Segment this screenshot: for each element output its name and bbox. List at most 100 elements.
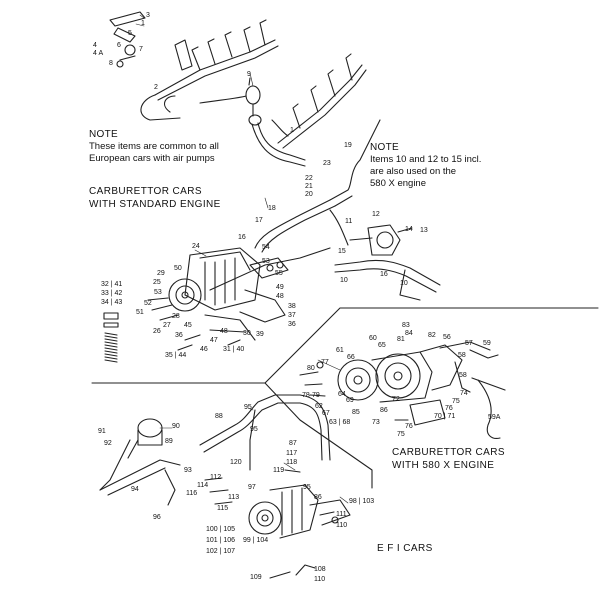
section-title-line: WITH STANDARD ENGINE bbox=[89, 198, 221, 210]
part-number: 99 | 104 bbox=[243, 537, 269, 544]
part-number: 19 bbox=[344, 142, 352, 149]
part-number: 18 bbox=[268, 205, 276, 212]
part-number: 80 bbox=[307, 365, 315, 372]
part-number: 23 bbox=[323, 160, 331, 167]
part-number: 30 bbox=[243, 330, 251, 337]
part-number: 22 bbox=[305, 175, 313, 182]
part-number: 64 bbox=[338, 391, 346, 398]
part-number: 37 bbox=[288, 312, 296, 319]
part-number: 36 bbox=[175, 332, 183, 339]
part-number: 84 bbox=[405, 330, 413, 337]
part-number: 17 bbox=[255, 217, 263, 224]
part-number: 120 bbox=[230, 459, 242, 466]
part-number: 77 bbox=[321, 359, 329, 366]
part-number: 100 | 105 bbox=[206, 526, 236, 533]
part-number: 1 bbox=[290, 127, 294, 134]
part-number: 45 bbox=[184, 322, 192, 329]
part-number: 9 bbox=[247, 71, 251, 78]
part-number: 65 bbox=[378, 342, 386, 349]
section-title-line: CARBURETTOR CARS bbox=[89, 186, 202, 197]
section-title-efi: E F I CARS bbox=[377, 543, 433, 554]
part-number: 28 bbox=[172, 313, 180, 320]
part-number: 15 bbox=[338, 248, 346, 255]
part-number: 10 bbox=[340, 277, 348, 284]
part-number: 1 bbox=[141, 20, 145, 27]
note-580x-items: NOTE Items 10 and 12 to 15 incl. are als… bbox=[370, 142, 481, 190]
part-number: 75 bbox=[397, 431, 405, 438]
part-number: 59A bbox=[488, 414, 501, 421]
part-number: 85 bbox=[352, 409, 360, 416]
part-number: 92 bbox=[104, 440, 112, 447]
part-number: 12 bbox=[372, 211, 380, 218]
part-number: 14 bbox=[405, 226, 413, 233]
note-air-pumps: NOTE These items are common to all Europ… bbox=[89, 129, 219, 165]
part-number: 10 bbox=[400, 280, 408, 287]
part-number: 72 bbox=[392, 396, 400, 403]
part-number: 93 bbox=[184, 467, 192, 474]
section-title-line: CARBURETTOR CARS bbox=[392, 447, 505, 458]
section-title-line: WITH 580 X ENGINE bbox=[392, 459, 495, 471]
part-number: 3 bbox=[146, 12, 150, 19]
section-title-standard-engine: CARBURETTOR CARS WITH STANDARD ENGINE bbox=[89, 186, 221, 211]
note-heading: NOTE bbox=[89, 129, 118, 140]
part-number: 79 bbox=[312, 392, 320, 399]
part-number: 90 bbox=[172, 423, 180, 430]
part-number: 67 bbox=[322, 410, 330, 417]
part-number: 27 bbox=[163, 322, 171, 329]
part-number: 7 bbox=[139, 46, 143, 53]
part-number: 114 bbox=[197, 482, 209, 489]
part-number: 29 bbox=[157, 270, 165, 277]
part-number: 25 bbox=[153, 279, 161, 286]
standard-engine-air-pump-assembly bbox=[103, 119, 441, 351]
part-number: 70 | 71 bbox=[434, 413, 456, 420]
part-number: 59 bbox=[483, 340, 491, 347]
part-number: 95 bbox=[244, 404, 252, 411]
part-number: 113 bbox=[228, 494, 240, 501]
part-number: 102 | 107 bbox=[206, 548, 236, 555]
part-number: 51 bbox=[136, 309, 144, 316]
part-number: 46 bbox=[200, 346, 208, 353]
part-number: 6 bbox=[117, 42, 121, 49]
part-number: 61 bbox=[336, 347, 344, 354]
part-number: 26 bbox=[153, 328, 161, 335]
part-number: 94 bbox=[131, 486, 139, 493]
part-number: 55 bbox=[275, 270, 283, 277]
part-number: 76 bbox=[445, 405, 453, 412]
part-number: 95 bbox=[303, 484, 311, 491]
part-number: 98 | 103 bbox=[349, 498, 375, 505]
note-heading: NOTE bbox=[370, 142, 399, 153]
tension-spring bbox=[104, 332, 118, 363]
part-number: 97 bbox=[248, 484, 256, 491]
part-number: 35 | 44 bbox=[165, 352, 187, 359]
part-number: 109 bbox=[250, 574, 262, 581]
part-number: 111 bbox=[336, 511, 347, 518]
note-line: Items 10 and 12 to 15 incl. bbox=[370, 154, 482, 165]
part-number: 4 bbox=[93, 42, 97, 49]
leader-lines bbox=[135, 14, 349, 504]
part-number: 110 bbox=[336, 522, 348, 529]
part-number: 47 bbox=[210, 337, 218, 344]
part-number: 36 bbox=[288, 321, 296, 328]
part-number: 86 bbox=[380, 407, 388, 414]
part-number: 53 bbox=[262, 258, 270, 265]
part-number: 58 bbox=[458, 352, 466, 359]
part-number: 75 bbox=[452, 398, 460, 405]
part-number: 110 bbox=[314, 576, 326, 583]
part-number: 20 bbox=[305, 191, 313, 198]
part-number: 86 bbox=[314, 494, 322, 501]
section-title-580x-engine: CARBURETTOR CARS WITH 580 X ENGINE bbox=[392, 447, 505, 472]
part-number: 115 bbox=[217, 505, 229, 512]
part-number: 112 bbox=[210, 474, 222, 481]
part-number: 69 bbox=[346, 397, 354, 404]
part-number: 38 bbox=[288, 303, 296, 310]
part-number: 54 bbox=[262, 244, 270, 251]
part-number: 66 bbox=[347, 354, 355, 361]
part-number: 96 bbox=[153, 514, 161, 521]
part-number: 108 bbox=[314, 566, 326, 573]
part-number: 53 bbox=[154, 289, 162, 296]
part-number: 8 bbox=[109, 60, 113, 67]
part-number: 2 bbox=[154, 84, 158, 91]
part-number: 73 bbox=[372, 419, 380, 426]
efi-air-pump-assembly bbox=[99, 394, 351, 579]
